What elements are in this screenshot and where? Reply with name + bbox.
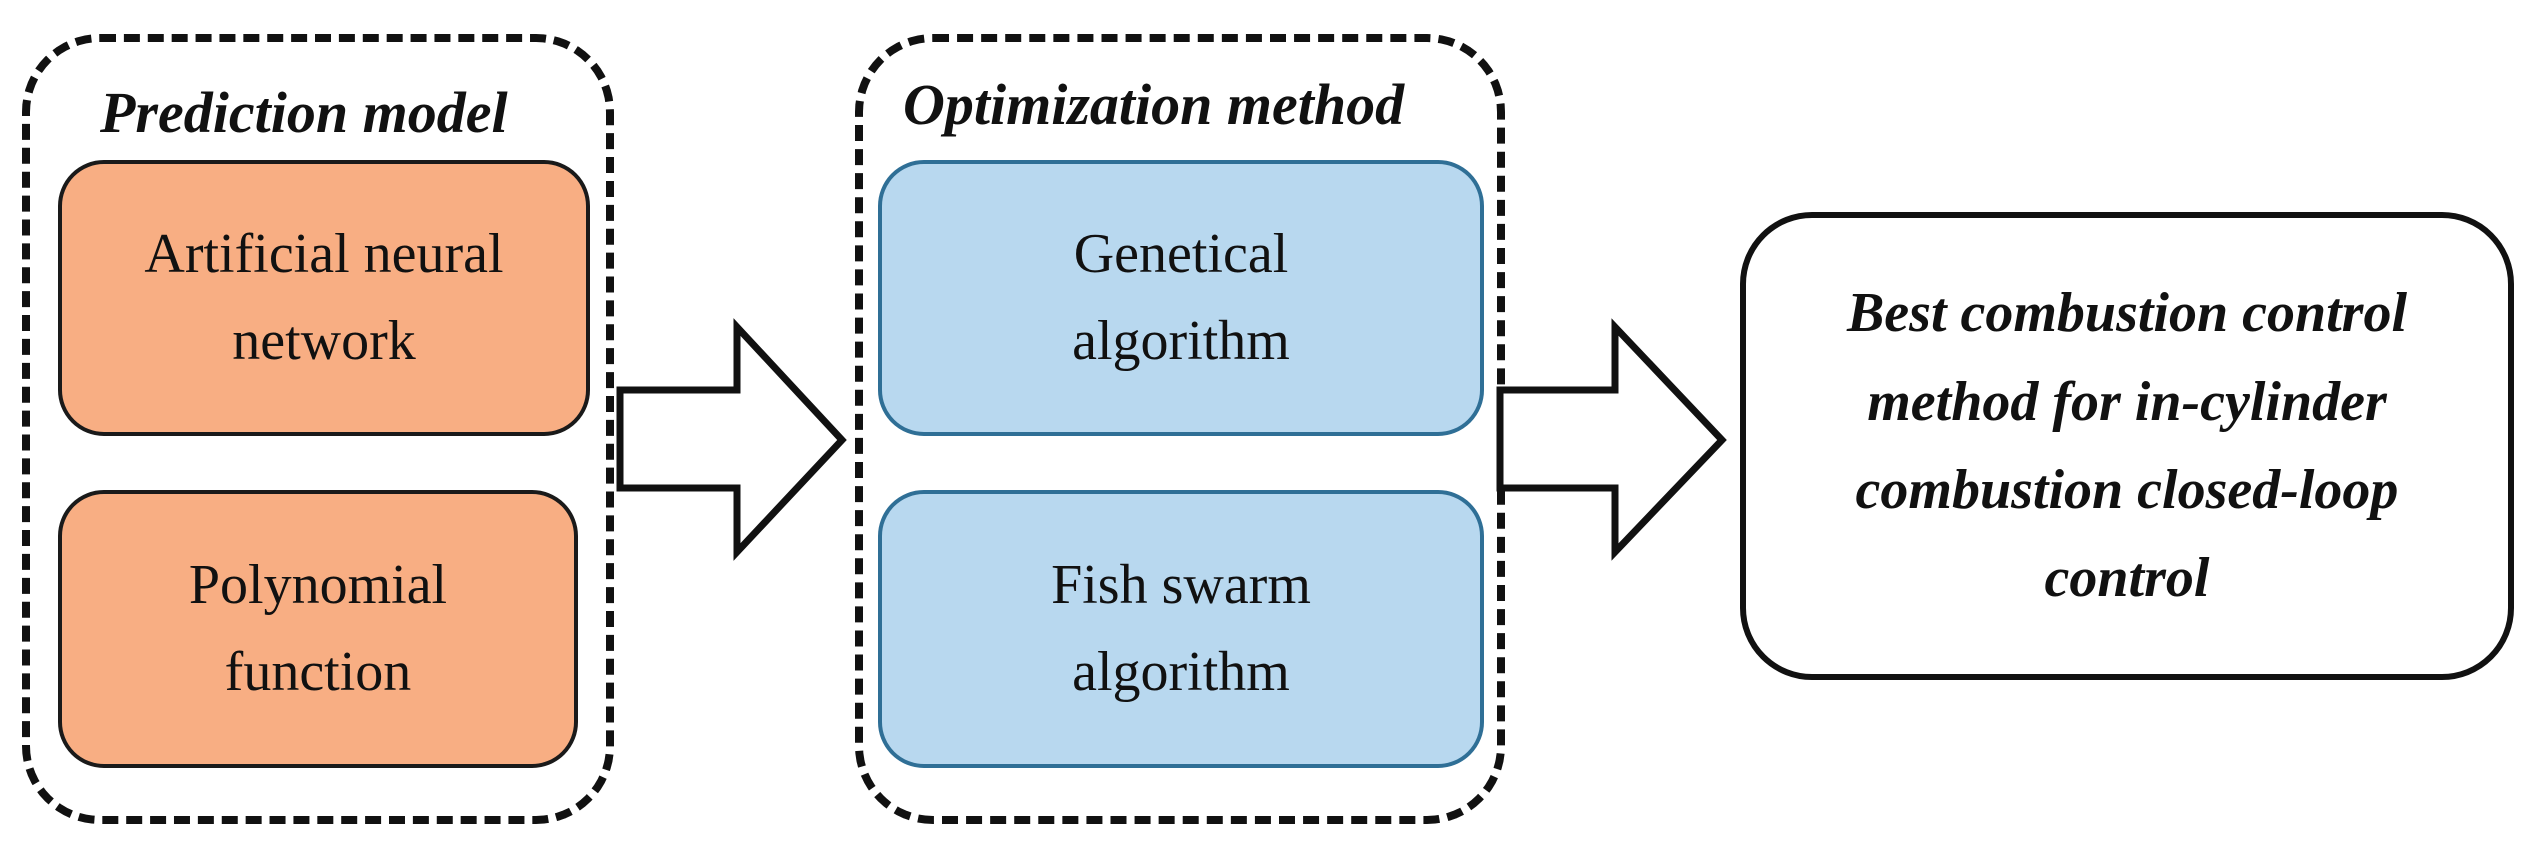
best-combustion-control-node: Best combustion control method for in-cy…: [1740, 212, 2514, 680]
polynomial-function-node: Polynomial function: [58, 490, 578, 768]
artificial-neural-network-node: Artificial neural network: [58, 160, 590, 436]
arrow-prediction-to-optimization: [616, 318, 847, 561]
optimization-method-title: Optimization method: [895, 76, 1413, 134]
arrow-optimization-to-result: [1496, 318, 1727, 561]
prediction-model-title: Prediction model: [92, 84, 516, 142]
fish-swarm-algorithm-node: Fish swarm algorithm: [878, 490, 1484, 768]
genetical-algorithm-node: Genetical algorithm: [878, 160, 1484, 436]
prediction-model-group: [22, 34, 614, 824]
